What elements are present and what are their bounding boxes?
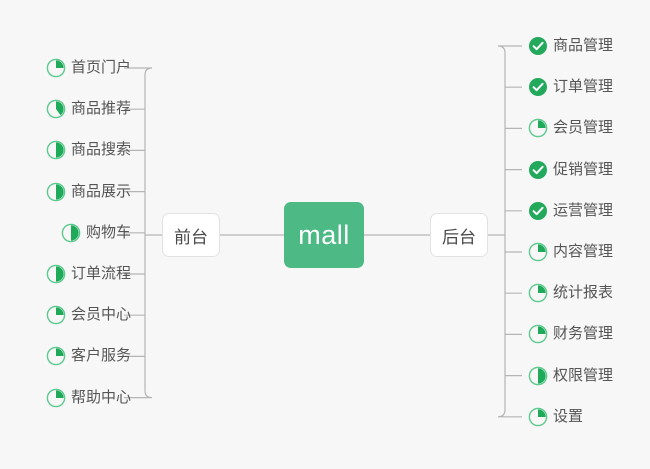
leaf-node-label: 订单流程 bbox=[70, 265, 131, 282]
leaf-node[interactable]: 商品展示 bbox=[46, 179, 131, 205]
progress-pie-icon bbox=[61, 223, 81, 243]
leaf-node-label: 首页门户 bbox=[70, 59, 131, 76]
progress-pie-icon bbox=[528, 366, 548, 385]
leaf-node-label: 运营管理 bbox=[553, 201, 614, 219]
progress-pie-icon bbox=[46, 58, 66, 78]
progress-pie-icon bbox=[528, 283, 548, 303]
leaf-node-label: 商品展示 bbox=[70, 182, 131, 200]
branch-node-backend[interactable]: 后台 bbox=[430, 213, 488, 257]
leaf-node-label: 商品推荐 bbox=[70, 100, 131, 118]
leaf-node[interactable]: 促销管理 bbox=[528, 157, 613, 183]
progress-pie-icon bbox=[46, 305, 66, 325]
progress-pie-icon bbox=[46, 347, 66, 366]
check-circle-icon bbox=[529, 78, 547, 97]
leaf-node[interactable]: 购物车 bbox=[61, 220, 131, 246]
leaf-node-label: 财务管理 bbox=[553, 325, 614, 343]
leaf-node[interactable]: 帮助中心 bbox=[46, 385, 131, 411]
leaf-node-label: 促销管理 bbox=[553, 160, 614, 178]
leaf-node-label: 会员管理 bbox=[553, 119, 614, 137]
leaf-node[interactable]: 商品推荐 bbox=[46, 96, 131, 122]
progress-pie-icon bbox=[46, 182, 66, 201]
leaf-node-label: 帮助中心 bbox=[70, 388, 131, 406]
leaf-node-label: 购物车 bbox=[85, 223, 131, 241]
leaf-node-label: 订单管理 bbox=[553, 78, 614, 96]
branch-node-frontend[interactable]: 前台 bbox=[162, 213, 220, 257]
check-circle-icon bbox=[529, 160, 547, 179]
leaf-node-label: 权限管理 bbox=[553, 366, 614, 384]
leaf-node[interactable]: 首页门户 bbox=[46, 55, 131, 81]
leaf-node-label: 客户服务 bbox=[70, 347, 131, 365]
leaf-node[interactable]: 运营管理 bbox=[528, 198, 613, 224]
progress-pie-icon bbox=[528, 325, 548, 344]
leaf-node[interactable]: 订单管理 bbox=[528, 74, 613, 100]
leaf-node[interactable]: 会员管理 bbox=[528, 115, 613, 141]
check-circle-icon bbox=[529, 37, 547, 55]
leaf-node[interactable]: 订单流程 bbox=[46, 261, 131, 287]
leaf-node-label: 会员中心 bbox=[70, 306, 131, 324]
progress-pie-icon bbox=[528, 407, 548, 427]
root-node-mall[interactable]: mall bbox=[284, 202, 364, 268]
branch-node-backend-label: 后台 bbox=[442, 227, 476, 247]
progress-pie-icon bbox=[46, 388, 66, 407]
leaf-node-label: 统计报表 bbox=[553, 284, 614, 302]
leaf-node[interactable]: 内容管理 bbox=[528, 239, 613, 265]
progress-pie-icon bbox=[528, 119, 548, 138]
leaf-node-label: 商品搜索 bbox=[70, 141, 131, 159]
leaf-node[interactable]: 商品搜索 bbox=[46, 137, 131, 163]
leaf-node-label: 内容管理 bbox=[553, 243, 614, 260]
root-node-label: mall bbox=[298, 219, 350, 250]
leaf-node[interactable]: 财务管理 bbox=[528, 321, 613, 347]
leaf-node[interactable]: 商品管理 bbox=[528, 33, 613, 59]
progress-pie-icon bbox=[528, 242, 548, 262]
progress-pie-icon bbox=[46, 264, 66, 284]
leaf-node-label: 设置 bbox=[553, 407, 584, 425]
branch-node-frontend-label: 前台 bbox=[174, 227, 208, 247]
leaf-node[interactable]: 会员中心 bbox=[46, 302, 131, 328]
check-circle-icon bbox=[529, 201, 547, 220]
progress-pie-icon bbox=[46, 141, 66, 160]
leaf-node[interactable]: 客户服务 bbox=[46, 343, 131, 369]
leaf-node[interactable]: 统计报表 bbox=[528, 280, 613, 306]
leaf-node[interactable]: 设置 bbox=[528, 404, 583, 430]
progress-pie-icon bbox=[46, 99, 66, 119]
leaf-node[interactable]: 权限管理 bbox=[528, 363, 613, 389]
leaf-node-label: 商品管理 bbox=[553, 37, 614, 54]
